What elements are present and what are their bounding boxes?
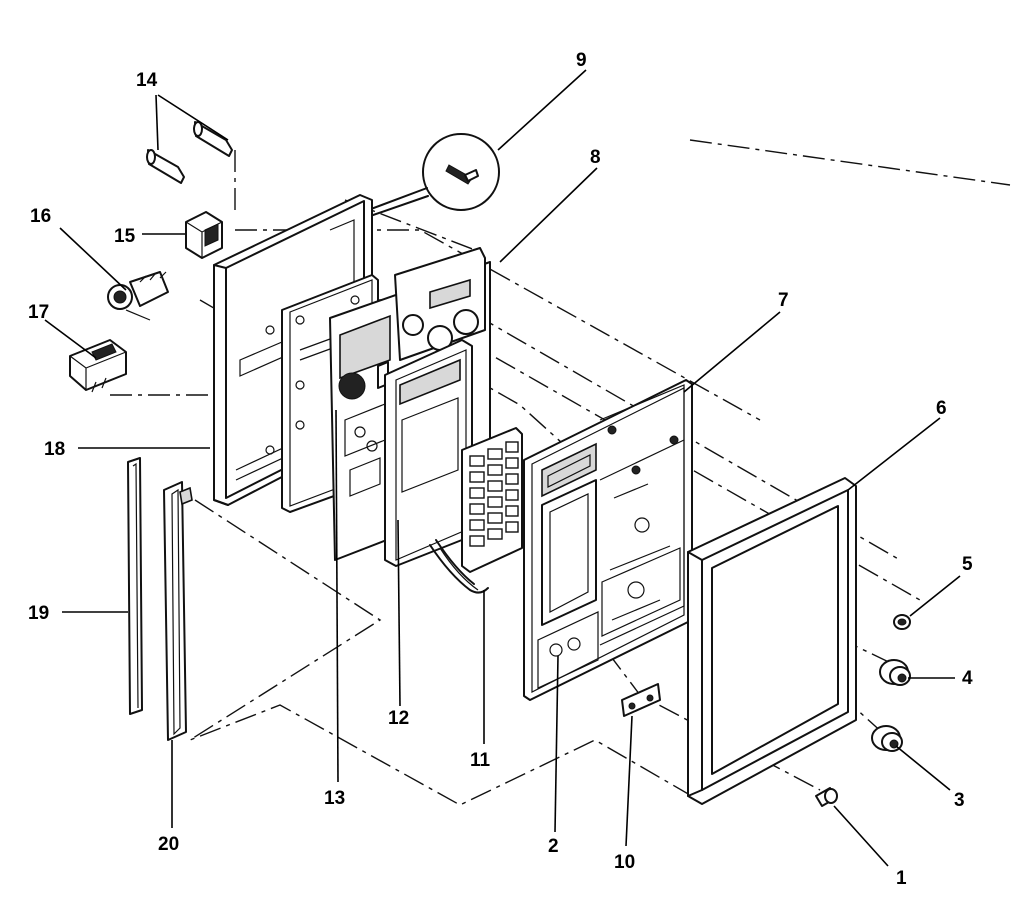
part-11-keypad	[429, 427, 523, 594]
callout-14: 14	[136, 70, 158, 91]
callout-5: 5	[962, 554, 973, 575]
callout-12: 12	[388, 708, 409, 729]
callout-19: 19	[28, 603, 49, 624]
part-20-trim-channel	[163, 481, 193, 741]
part-1-shaft	[815, 787, 838, 807]
callout-8: 8	[590, 147, 601, 168]
part-17-relay	[69, 339, 127, 393]
callout-17: 17	[28, 302, 49, 323]
callout-13: 13	[324, 788, 345, 809]
part-4-knob	[879, 659, 911, 686]
callout-20: 20	[158, 834, 179, 855]
part-6-door-frame	[687, 477, 857, 805]
callout-15: 15	[114, 226, 136, 247]
part-14-connector-pins	[146, 121, 233, 184]
part-19-trim-strip	[127, 457, 143, 715]
callout-1: 1	[896, 868, 907, 889]
part-15-switch	[185, 211, 223, 259]
part-9-detail-circle	[349, 133, 500, 224]
callout-2: 2	[548, 836, 559, 857]
callout-10: 10	[614, 852, 635, 873]
callout-4: 4	[962, 668, 973, 689]
part-16-sensor	[107, 271, 169, 321]
part-12-front-plate	[384, 339, 473, 567]
part-10-bracket	[621, 683, 661, 717]
callout-3: 3	[954, 790, 965, 811]
callout-11: 11	[470, 750, 491, 771]
leader-lines	[44, 69, 961, 867]
callout-7: 7	[778, 290, 789, 311]
callout-6: 6	[936, 398, 947, 419]
part-5-cap	[893, 614, 911, 630]
callout-9: 9	[576, 50, 587, 71]
callout-labels: 14 9 8 15 16 17 7 6 18 5 19 4 12 11 13 3…	[28, 50, 973, 889]
part-7-control-panel	[523, 379, 693, 701]
callout-18: 18	[44, 439, 65, 460]
callout-16: 16	[30, 206, 51, 227]
